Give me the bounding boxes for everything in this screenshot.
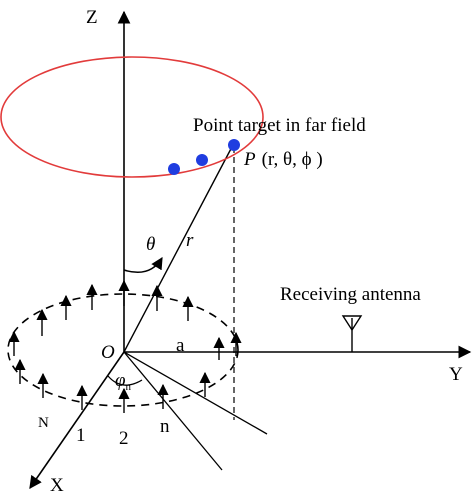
range-label: r: [186, 230, 194, 251]
theta-arc: [123, 256, 163, 273]
target-point-1: [168, 163, 180, 175]
far-field-circle: [0, 56, 264, 178]
range-line: [123, 142, 235, 353]
element-label-2: 2: [119, 428, 129, 449]
radial-line-1: [123, 351, 223, 471]
element-label-1: 1: [76, 425, 86, 446]
phi-symbol: φ: [115, 370, 126, 391]
element-arrows: [8, 279, 242, 413]
target-point-p: [228, 139, 240, 151]
x-axis: [29, 351, 125, 490]
target-p: P: [243, 149, 256, 170]
z-axis-label: Z: [86, 7, 98, 28]
y-axis-label: Y: [449, 364, 463, 385]
element-label-n: n: [160, 416, 170, 437]
phi-subscript: n: [126, 381, 132, 393]
phi-label: φn: [115, 370, 132, 393]
radius-label: a: [176, 335, 185, 356]
target-caption: Point target in far field: [193, 115, 366, 136]
receiving-antenna-symbol: [341, 315, 363, 352]
phi-arc: [107, 375, 143, 386]
target-coords: (r, θ, ϕ ): [262, 149, 323, 170]
receiver-caption: Receiving antenna: [280, 284, 421, 305]
element-label-N: N: [38, 415, 49, 431]
radial-line-2: [123, 351, 268, 435]
x-axis-label: X: [50, 475, 64, 496]
target-point-2: [196, 154, 208, 166]
origin-label: O: [101, 342, 115, 363]
array-circle: [7, 293, 239, 407]
theta-label: θ: [146, 234, 155, 255]
target-point-label: P (r, θ, ϕ ): [243, 149, 323, 170]
